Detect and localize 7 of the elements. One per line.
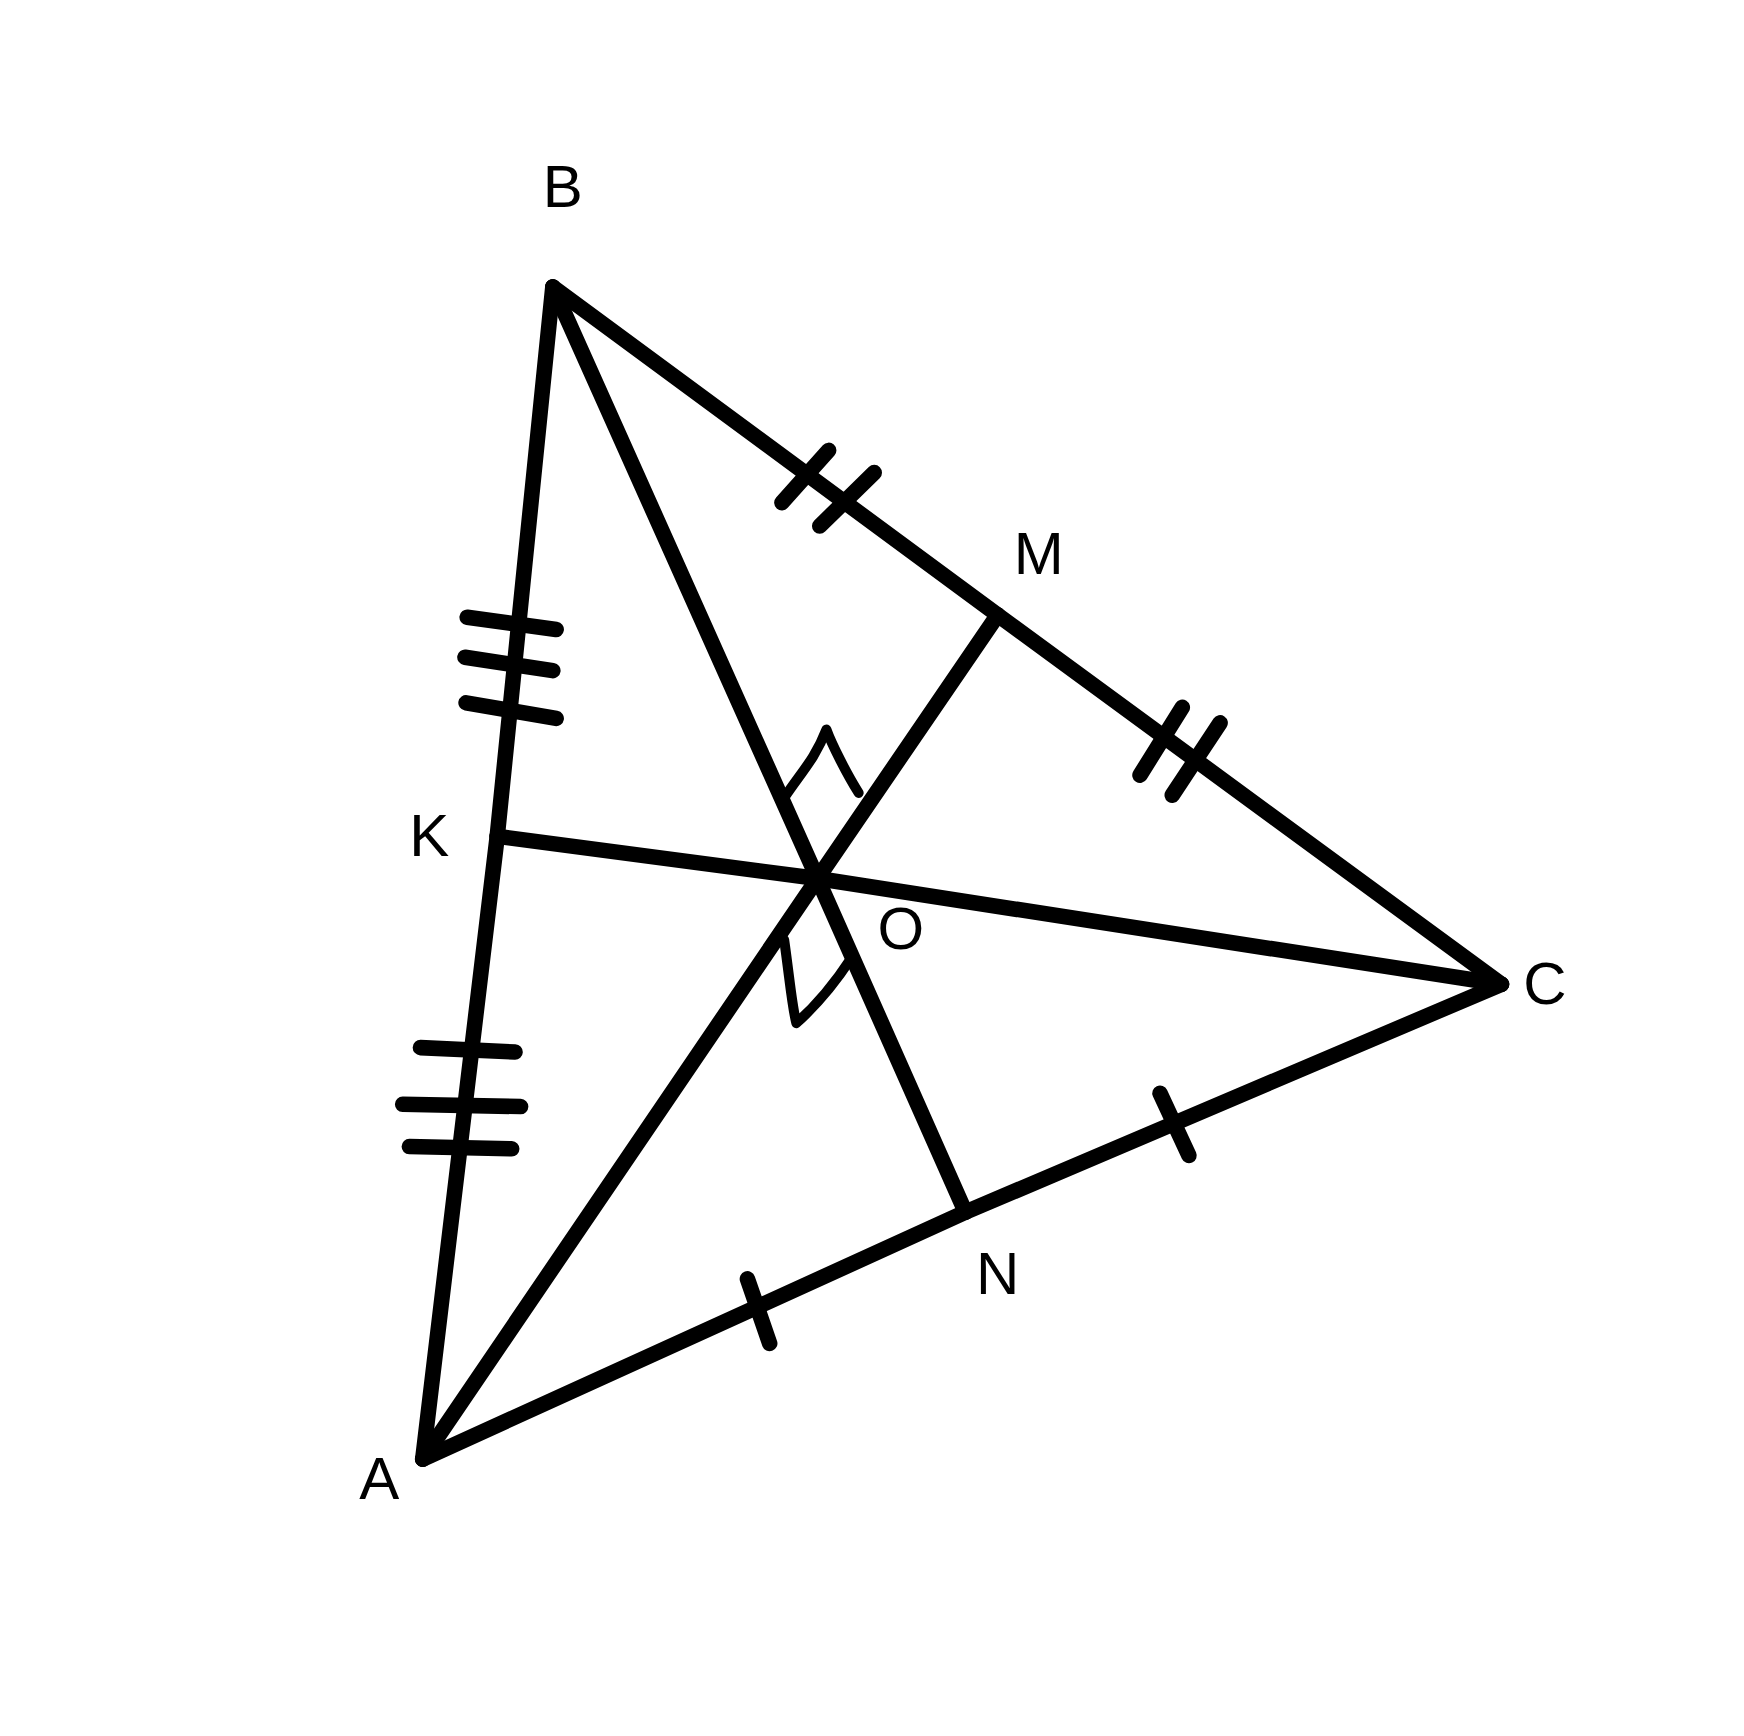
- point-label: K: [409, 806, 450, 867]
- point-label: M: [1013, 523, 1064, 584]
- point-label: C: [1523, 954, 1567, 1015]
- point-label: N: [976, 1243, 1020, 1304]
- point-label: B: [542, 156, 583, 217]
- point-label: A: [359, 1449, 400, 1510]
- point-label: O: [877, 898, 925, 959]
